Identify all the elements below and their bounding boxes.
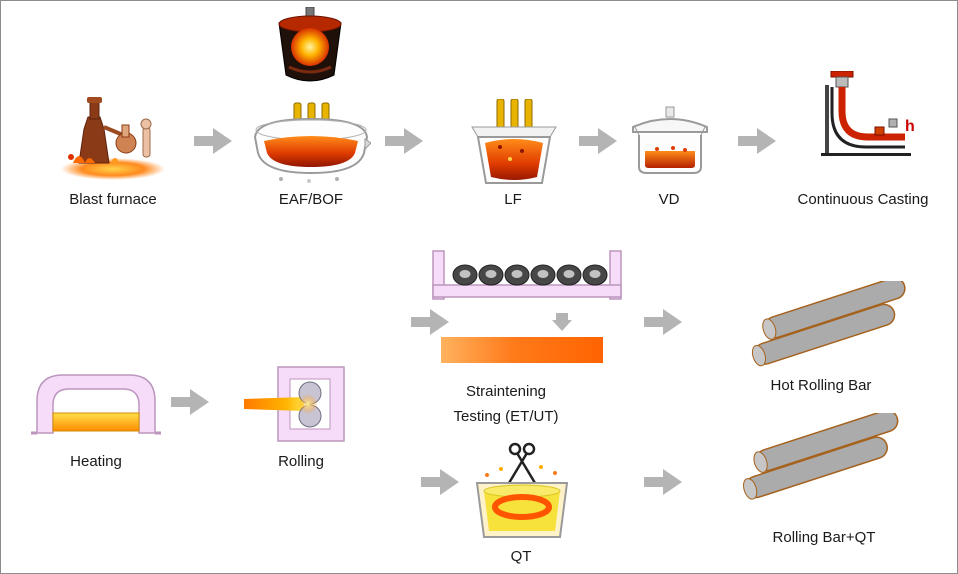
flow-arrow-testing-to-hot-bar	[644, 309, 682, 335]
hot-rolling-bar-icon	[751, 281, 906, 367]
eaf-bof-label: EAF/BOF	[278, 191, 344, 208]
straightening-label-line2: Testing (ET/UT)	[453, 408, 559, 425]
straightening-label-line1: Straintening	[465, 383, 547, 400]
vd-icon	[632, 106, 708, 174]
flow-arrow-qt-to-bar	[644, 469, 682, 495]
flow-arrow-rolling-to-testing	[411, 309, 449, 335]
flow-arrow-rolling-to-qt	[421, 469, 459, 495]
ladle-icon	[278, 7, 342, 82]
flow-arrow-eaf-to-lf	[385, 128, 423, 154]
rolling-label: Rolling	[278, 453, 324, 470]
flow-arrow-blast-to-eaf	[194, 128, 232, 154]
qt-tank-icon	[475, 442, 569, 538]
lf-label: LF	[504, 191, 522, 208]
heating-label: Heating	[70, 453, 122, 470]
rolling-bar-qt-icon	[743, 413, 899, 500]
casting-annotation-text: h	[905, 118, 915, 135]
straightening-rack-icon	[432, 250, 622, 300]
qt-label: QT	[510, 548, 532, 565]
lf-icon	[471, 99, 557, 184]
hot-rolling-bar-label: Hot Rolling Bar	[770, 377, 872, 394]
blast-furnace-label: Blast furnace	[69, 191, 157, 208]
rolling-stand-icon	[244, 366, 345, 442]
flow-arrow-vd-to-casting	[738, 128, 776, 154]
test-bar-graphic	[441, 337, 603, 363]
continuous-casting-label: Continuous Casting	[797, 191, 929, 208]
test-down-arrow-icon	[552, 313, 572, 331]
flow-arrow-lf-to-vd	[579, 128, 617, 154]
blast-furnace-icon	[61, 97, 165, 180]
heating-furnace-icon	[31, 374, 161, 435]
rolling-bar-qt-label: Rolling Bar+QT	[772, 529, 876, 546]
vd-label: VD	[658, 191, 680, 208]
flow-arrow-heating-to-rolling	[171, 389, 209, 415]
eaf-bof-icon	[253, 102, 371, 183]
continuous-casting-icon: h	[821, 71, 915, 156]
